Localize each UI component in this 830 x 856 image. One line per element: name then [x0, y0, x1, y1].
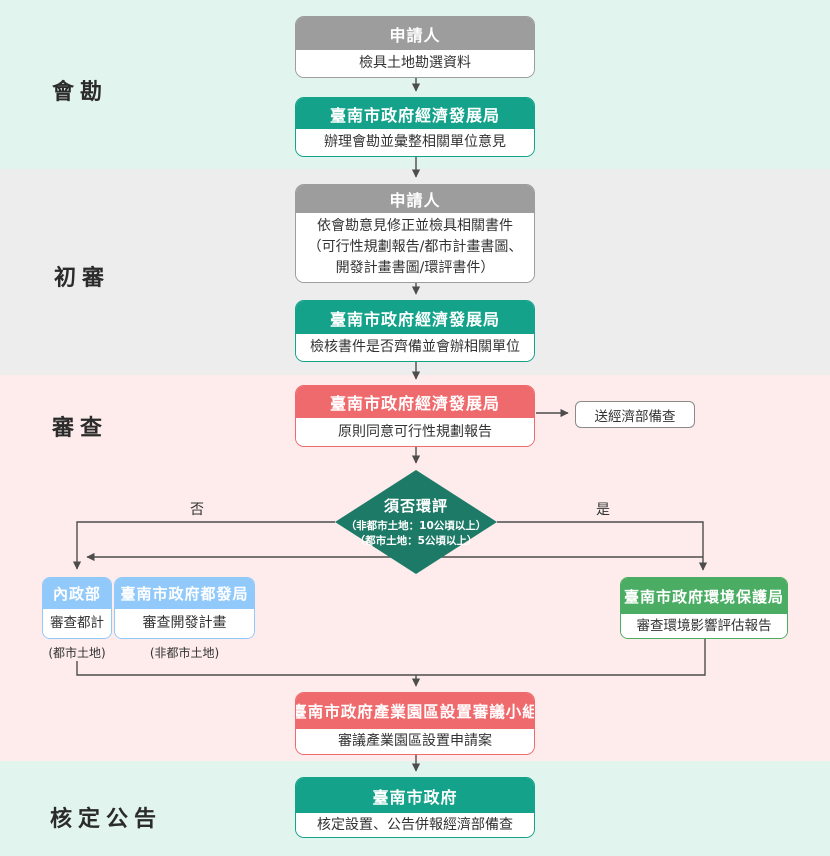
box-body: 辦理會勘並彙整相關單位意見	[296, 129, 534, 156]
section-label-survey: 會勘	[52, 80, 109, 105]
box-committee: 臺南市政府產業園區設置審議小組 審議產業園區設置申請案	[295, 692, 535, 755]
box-header: 內政部	[43, 578, 111, 609]
note-box-moea: 送經濟部備查	[575, 401, 695, 428]
branch-label-yes: 是	[596, 502, 610, 518]
box-header: 申請人	[296, 17, 534, 50]
box-udb: 臺南市政府都發局 審查開發計畫	[114, 577, 255, 639]
box-header: 申請人	[296, 185, 534, 213]
box-body: 審查開發計畫	[115, 609, 254, 638]
section-label-preliminary: 初審	[54, 266, 111, 291]
box-body-line: （可行性規劃報告/都市計畫書圖、	[307, 239, 523, 255]
branch-label-no: 否	[190, 502, 204, 518]
box-body: 檢具土地勘選資料	[296, 50, 534, 77]
box-header: 臺南市政府環境保護局	[621, 578, 787, 614]
box-applicant-preliminary: 申請人 依會勘意見修正並檢具相關書件 （可行性規劃報告/都市計畫書圖、 開發計畫…	[295, 184, 535, 283]
box-body-line: 依會勘意見修正並檢具相關書件	[317, 218, 513, 234]
decision-note: （都市土地：5公頃以上）	[354, 535, 478, 547]
box-body: 檢核書件是否齊備並會辦相關單位	[296, 334, 534, 361]
box-body: 審查都計	[43, 609, 111, 638]
decision-note: （非都市土地：10公頃以上）	[345, 520, 487, 532]
box-body: 原則同意可行性規劃報告	[296, 418, 534, 446]
box-header: 臺南市政府	[296, 778, 534, 813]
decision-diamond: 須否環評 （非都市土地：10公頃以上） （都市土地：5公頃以上）	[335, 470, 497, 574]
decision-diamond-shape	[335, 470, 497, 574]
box-body: 依會勘意見修正並檢具相關書件 （可行性規劃報告/都市計畫書圖、 開發計畫書圖/環…	[296, 213, 534, 282]
land-note-urban: (都市土地)	[48, 646, 106, 660]
box-header: 臺南市政府經濟發展局	[296, 98, 534, 129]
section-label-approval: 核定公告	[50, 807, 163, 832]
box-edb-preliminary: 臺南市政府經濟發展局 檢核書件是否齊備並會辦相關單位	[295, 300, 535, 362]
box-body: 審查環境影響評估報告	[621, 614, 787, 638]
box-moi: 內政部 審查都計	[42, 577, 112, 639]
box-header: 臺南市政府都發局	[115, 578, 254, 609]
box-applicant-survey: 申請人 檢具土地勘選資料	[295, 16, 535, 78]
box-body: 審議產業園區設置申請案	[296, 729, 534, 754]
box-body-line: 開發計畫書圖/環評書件）	[335, 260, 495, 276]
box-gov: 臺南市政府 核定設置、公告併報經濟部備查	[295, 777, 535, 838]
box-header: 臺南市政府產業園區設置審議小組	[296, 693, 534, 729]
box-edb-review: 臺南市政府經濟發展局 原則同意可行性規劃報告	[295, 385, 535, 447]
box-header: 臺南市政府經濟發展局	[296, 301, 534, 334]
box-body: 核定設置、公告併報經濟部備查	[296, 813, 534, 837]
land-note-non-urban: (非都市土地)	[149, 646, 220, 660]
box-edb-survey: 臺南市政府經濟發展局 辦理會勘並彙整相關單位意見	[295, 97, 535, 157]
section-label-review: 審查	[52, 416, 109, 441]
box-header: 臺南市政府經濟發展局	[296, 386, 534, 418]
box-epb: 臺南市政府環境保護局 審查環境影響評估報告	[620, 577, 788, 639]
decision-title: 須否環評	[383, 497, 448, 515]
